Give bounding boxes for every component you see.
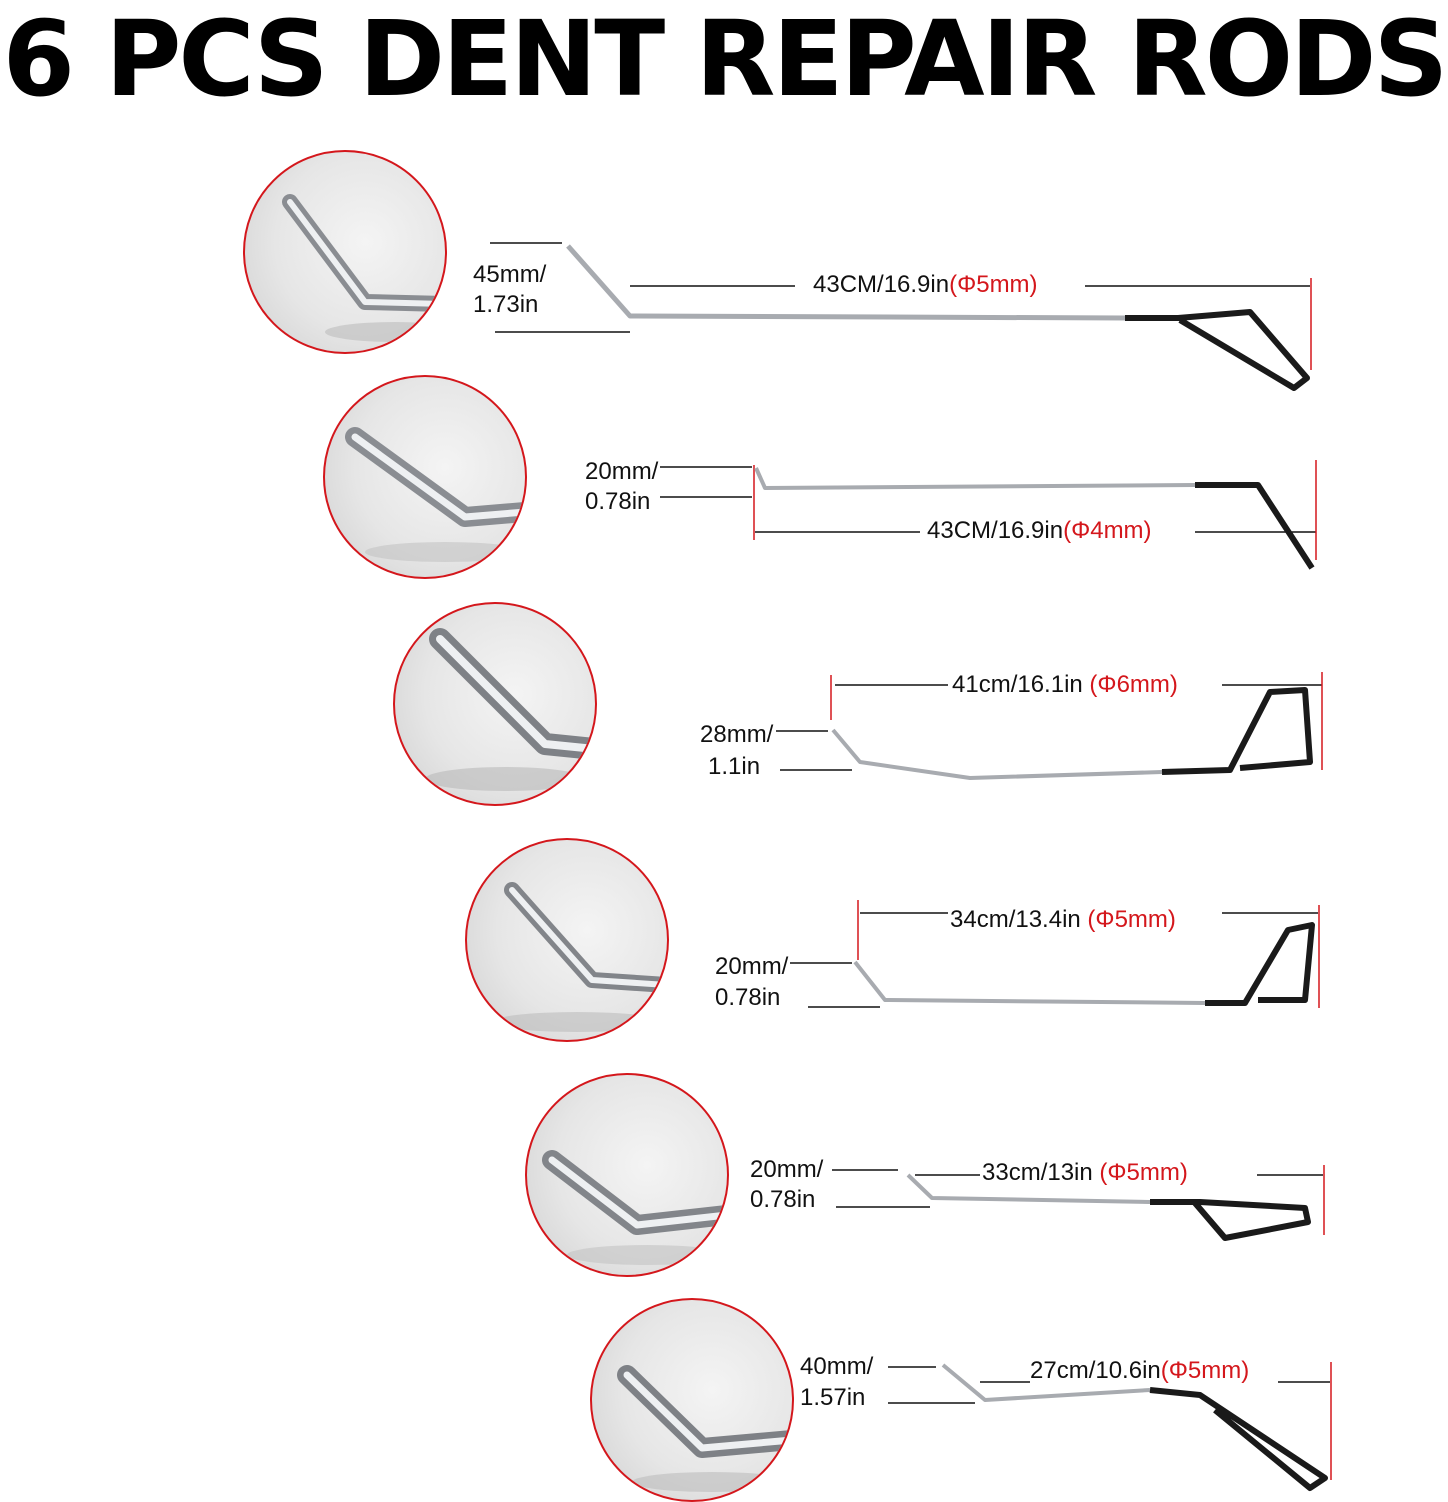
- page-title: 6 PCS DENT REPAIR RODS: [2, 0, 1448, 120]
- rod-length: 34cm/13.4in: [950, 906, 1081, 933]
- rod-tip-zoom-6: [590, 1298, 794, 1502]
- rod-bend-inch-label: 0.78in: [585, 488, 651, 515]
- rod-bend-label: 28mm/: [700, 721, 774, 748]
- rod-bend-inch-label: 1.1in: [708, 753, 761, 780]
- rod-tip-image: [617, 1365, 792, 1492]
- rod-bend-inch-label: 1.73in: [473, 291, 539, 318]
- rod-length: 43CM/16.9in: [813, 271, 950, 298]
- rod-bend-label: 45mm/: [473, 261, 547, 288]
- rod-tip-image: [542, 1150, 727, 1265]
- rod-bend-inch-label: 1.57in: [800, 1384, 866, 1411]
- rod-tip-image: [492, 882, 667, 1032]
- rod-diameter: (Φ5mm): [1160, 1357, 1250, 1384]
- rod-diameter: (Φ4mm): [1063, 517, 1152, 544]
- rod-tip-zoom-2: [323, 375, 527, 579]
- rod-bend-inch-label: 0.78in: [750, 1186, 816, 1213]
- rod-length-label: 34cm/13.4in (Φ5mm): [950, 905, 1176, 935]
- rod-diameter: (Φ5mm): [949, 271, 1038, 298]
- rod-tip-zoom-4: [465, 838, 669, 1042]
- rod-bend-label: 20mm/: [715, 953, 789, 980]
- rod-length-label: 43CM/16.9in(Φ4mm): [927, 516, 1152, 546]
- rod-bend-inch-label: 0.78in: [715, 984, 781, 1011]
- rod-tip-image: [282, 194, 445, 342]
- rod-tip-image: [425, 628, 595, 791]
- rod-bend-label: 20mm/: [750, 1156, 824, 1183]
- rod-length-label: 27cm/10.6in(Φ5mm): [1030, 1356, 1249, 1386]
- rod-length: 41cm/16.1in: [952, 671, 1083, 698]
- rod-diameter: (Φ5mm): [1087, 906, 1176, 933]
- rod-tip-zoom-5: [525, 1073, 729, 1277]
- rod-diameter: (Φ5mm): [1099, 1159, 1188, 1186]
- rod-tip-zoom-3: [393, 602, 597, 806]
- rod-length-label: 33cm/13in (Φ5mm): [982, 1158, 1188, 1188]
- rod-length: 27cm/10.6in: [1030, 1357, 1161, 1384]
- rod-bend-label: 40mm/: [800, 1353, 874, 1380]
- rod-length-label: 43CM/16.9in(Φ5mm): [813, 270, 1038, 300]
- rod-length: 43CM/16.9in: [927, 517, 1064, 544]
- rod-bend-label: 20mm/: [585, 458, 659, 485]
- rod-tip-zoom-1: [243, 150, 447, 354]
- rod-diameter: (Φ6mm): [1089, 671, 1178, 698]
- rod-length: 33cm/13in: [982, 1159, 1093, 1186]
- rod-tip-image: [345, 427, 525, 562]
- rod-length-label: 41cm/16.1in (Φ6mm): [952, 670, 1178, 700]
